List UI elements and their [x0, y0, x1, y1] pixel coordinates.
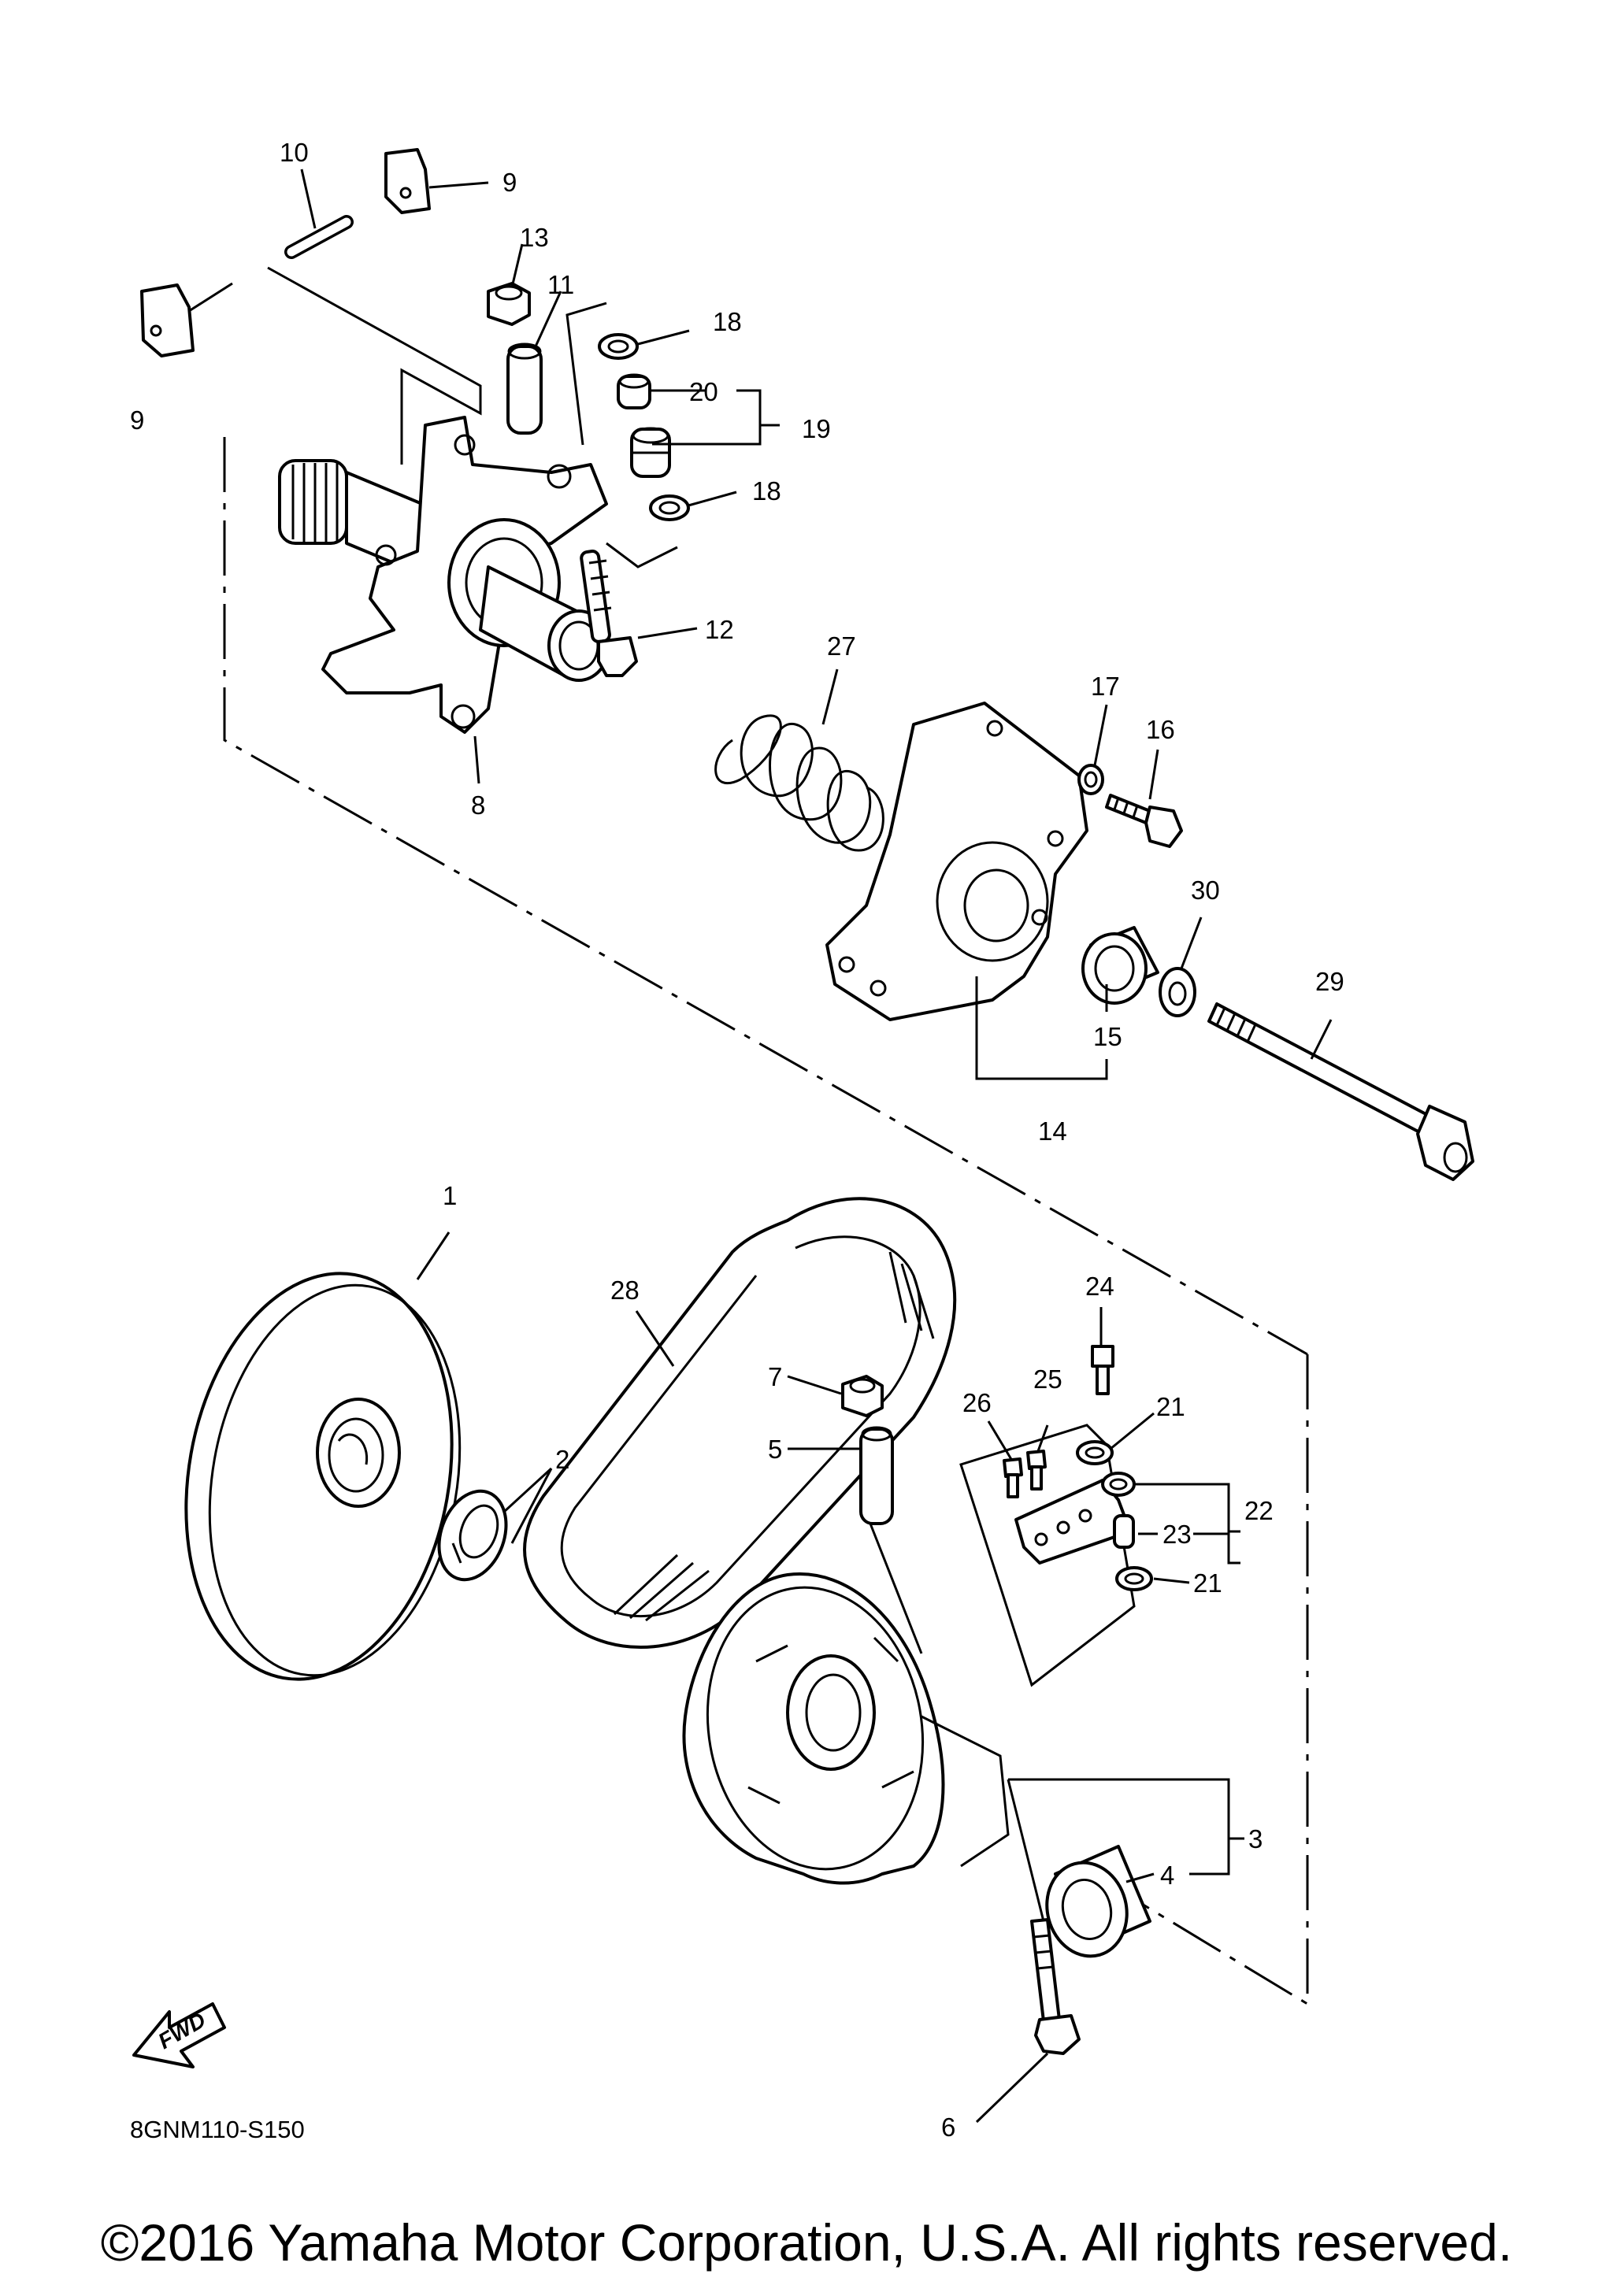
part-21-washer-top [1076, 1440, 1114, 1465]
part-28-v-belt [523, 1197, 957, 1649]
part-30-washer [1159, 967, 1196, 1017]
part-29-bolt [1207, 1002, 1474, 1181]
part-12-bolt [580, 550, 638, 677]
part-19-roller-assembly [630, 427, 671, 478]
part-1-fixed-sheave [184, 1272, 462, 1681]
callout-30: 30 [1191, 876, 1220, 905]
callout-19: 19 [802, 414, 831, 443]
assembly-outline-upper [223, 437, 1308, 1356]
copyright-notice: ©2016 Yamaha Motor Corporation, U.S.A. A… [100, 2213, 1513, 2272]
callout-18-top: 18 [713, 307, 742, 336]
callout-17: 17 [1091, 672, 1120, 701]
callout-13: 13 [520, 223, 549, 252]
part-7-nut [841, 1375, 884, 1417]
bracket-18-20-lower [606, 542, 678, 568]
part-14-cover [825, 702, 1088, 1021]
callout-18-bottom: 18 [752, 476, 781, 505]
callout-20: 20 [689, 377, 718, 406]
part-5-collar [859, 1426, 894, 1525]
assembly-outline-right [1118, 1354, 1309, 2006]
callout-15: 15 [1093, 1022, 1122, 1051]
part-9-slider-left [140, 283, 195, 357]
callout-2: 2 [555, 1445, 569, 1474]
part-20-roller [617, 373, 651, 409]
callout-4: 4 [1160, 1861, 1174, 1890]
callout-22: 22 [1244, 1496, 1274, 1525]
callout-23: 23 [1162, 1520, 1192, 1549]
callout-24: 24 [1085, 1272, 1114, 1301]
part-10-pin [284, 215, 354, 259]
callout-21-bottom: 21 [1193, 1568, 1222, 1598]
callout-5: 5 [768, 1435, 782, 1464]
part-13-nut [487, 282, 531, 326]
part-18-washer-top [598, 333, 639, 360]
part-3-sliding-sheave [682, 1572, 1010, 1885]
callout-29: 29 [1315, 967, 1344, 996]
part-21-washer-bottom [1115, 1566, 1153, 1591]
callout-26: 26 [962, 1388, 992, 1417]
callout-12: 12 [705, 615, 734, 644]
callout-9-top: 9 [502, 168, 517, 197]
diagram-code: 8GNM110-S150 [130, 2116, 305, 2143]
part-18-washer-bottom [649, 494, 690, 521]
callout-9-left: 9 [130, 406, 144, 435]
callout-28: 28 [610, 1276, 640, 1305]
callout-1: 1 [443, 1181, 457, 1210]
callout-14: 14 [1038, 1117, 1067, 1146]
callout-7: 7 [768, 1362, 782, 1391]
part-4-bushing [1045, 1845, 1151, 1958]
part-8-spider-hub [278, 416, 610, 734]
part-15-bushing [1081, 926, 1159, 1005]
part-2-split-collar [437, 1489, 508, 1582]
part-24-screw [1091, 1345, 1114, 1395]
leader-lines [188, 168, 1333, 2124]
callout-10: 10 [280, 138, 309, 167]
part-9-slider-top [384, 148, 431, 214]
spider-bracket-line [267, 266, 482, 465]
part-16-bolt [1105, 794, 1183, 848]
part-23-pin [1113, 1514, 1135, 1549]
callout-11: 11 [547, 270, 574, 299]
callout-3: 3 [1248, 1824, 1263, 1853]
part-17-washer [1077, 764, 1104, 795]
callout-25: 25 [1033, 1365, 1062, 1394]
bracket-18-20 [565, 302, 607, 446]
callout-labels: 10 9 9 13 11 18 20 19 18 12 8 27 17 16 3… [130, 138, 1344, 2142]
callout-8: 8 [471, 791, 485, 820]
callout-16: 16 [1146, 715, 1175, 744]
callout-6: 6 [941, 2113, 955, 2142]
part-27-spring [714, 714, 884, 852]
callout-21-top: 21 [1156, 1392, 1185, 1421]
part-22-washer [1101, 1472, 1136, 1497]
part-26-screw [1003, 1457, 1023, 1498]
callout-27: 27 [827, 631, 856, 661]
part-11-collar [506, 343, 543, 435]
part-25-screw [1026, 1450, 1047, 1491]
fwd-arrow-icon: FWD [132, 2002, 226, 2068]
